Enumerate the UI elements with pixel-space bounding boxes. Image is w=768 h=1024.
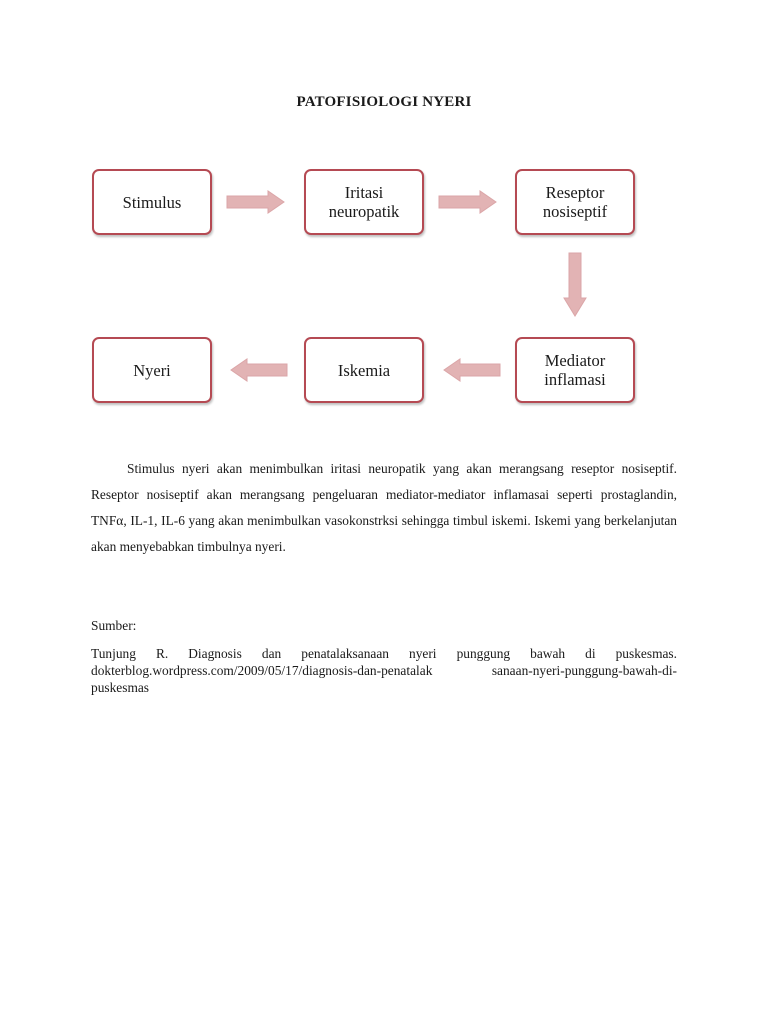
flow-box-nyeri: Nyeri (92, 337, 212, 403)
arrow-down-icon (563, 252, 587, 317)
arrow-left-icon (443, 358, 501, 382)
flow-box-stimulus: Stimulus (92, 169, 212, 235)
flow-box-reseptor-nosiseptif: Reseptor nosiseptif (515, 169, 635, 235)
page-title: PATOFISIOLOGI NYERI (296, 94, 472, 110)
source-label: Sumber: (91, 618, 137, 633)
arrow-right-icon (438, 190, 497, 214)
arrow-left-icon (230, 358, 288, 382)
flow-box-iritasi-neuropatik: Iritasi neuropatik (304, 169, 424, 235)
flow-box-mediator-inflamasi: Mediator inflamasi (515, 337, 635, 403)
source-citation: Tunjung R. Diagnosis dan penatalaksanaan… (91, 646, 677, 695)
body-paragraph: Stimulus nyeri akan menimbulkan iritasi … (91, 461, 677, 554)
flow-box-iskemia: Iskemia (304, 337, 424, 403)
arrow-right-icon (226, 190, 285, 214)
